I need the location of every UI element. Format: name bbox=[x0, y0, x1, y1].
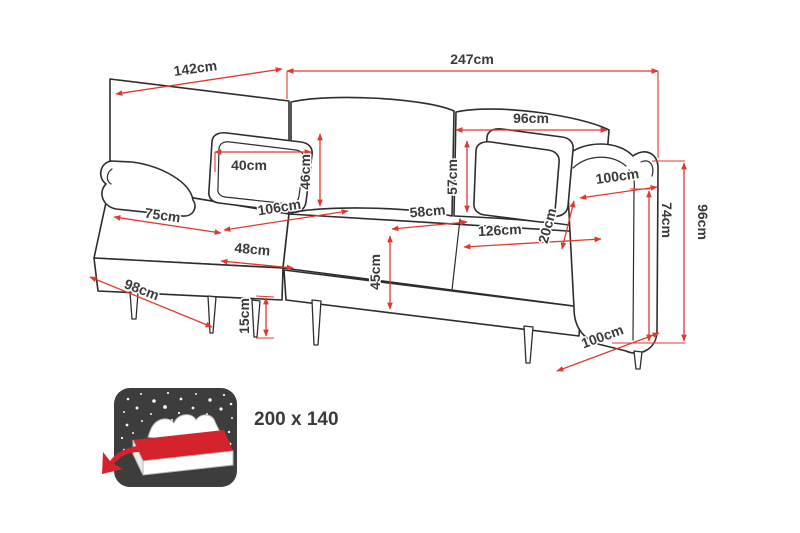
sofa-leg bbox=[523, 325, 534, 364]
dim-main-seat-width-line bbox=[463, 236, 602, 250]
sofa-leg bbox=[207, 295, 217, 334]
dim-chaise-seat-width-line bbox=[113, 215, 222, 235]
fold-out-arrow-icon bbox=[102, 446, 139, 474]
dim-main-seat-width-label: 126cm bbox=[478, 221, 522, 239]
back-cushion-left bbox=[290, 96, 455, 217]
sofa-leg bbox=[633, 350, 643, 370]
dim-sofa-depth-line bbox=[556, 332, 660, 372]
right-armrest-roll bbox=[572, 156, 627, 169]
left-armrest-scroll bbox=[106, 168, 113, 185]
dim-chaise-depth-label: 142cm bbox=[173, 57, 218, 79]
sofa-leg bbox=[251, 299, 261, 338]
dim-leg-height-label: 15cm bbox=[236, 298, 252, 334]
dim-middle-seat-label: 58cm bbox=[409, 201, 446, 220]
dim-chaise-seat-length-line bbox=[223, 209, 349, 232]
dim-total-height-label: 96cm bbox=[695, 204, 711, 240]
dim-seat-depth-label: 45cm bbox=[367, 254, 383, 290]
pillow-right-front bbox=[473, 140, 560, 223]
dim-back-cushion-height-label: 57cm bbox=[444, 159, 460, 195]
dim-chaise-seat-width-label: 75cm bbox=[144, 205, 182, 226]
dim-pillow-height-label: 46cm bbox=[297, 154, 313, 190]
extension-line bbox=[255, 295, 275, 298]
dim-back-cushion-width-label: 96cm bbox=[513, 110, 549, 126]
dim-total-width-label: 247cm bbox=[450, 51, 494, 67]
sofa-leg bbox=[311, 299, 322, 346]
dim-armrest-height-label: 74cm bbox=[659, 202, 675, 238]
bed-mattress-top bbox=[133, 430, 233, 461]
pillow-left-piping bbox=[217, 141, 305, 205]
right-armrest-scroll bbox=[640, 160, 654, 177]
dim-chaise-outer-depth-line bbox=[89, 276, 213, 328]
dim-middle-seat-line bbox=[391, 219, 468, 232]
dim-chaise-front-label: 48cm bbox=[234, 239, 271, 258]
sleeping-area-badge bbox=[102, 388, 237, 487]
dim-chaise-front-line bbox=[220, 258, 294, 271]
dim-chaise-depth-line bbox=[115, 67, 283, 96]
dim-pillow-width-label: 40cm bbox=[231, 157, 267, 173]
bed-size-label: 200 x 140 bbox=[254, 409, 339, 430]
dim-side-pillow-line bbox=[560, 200, 576, 250]
